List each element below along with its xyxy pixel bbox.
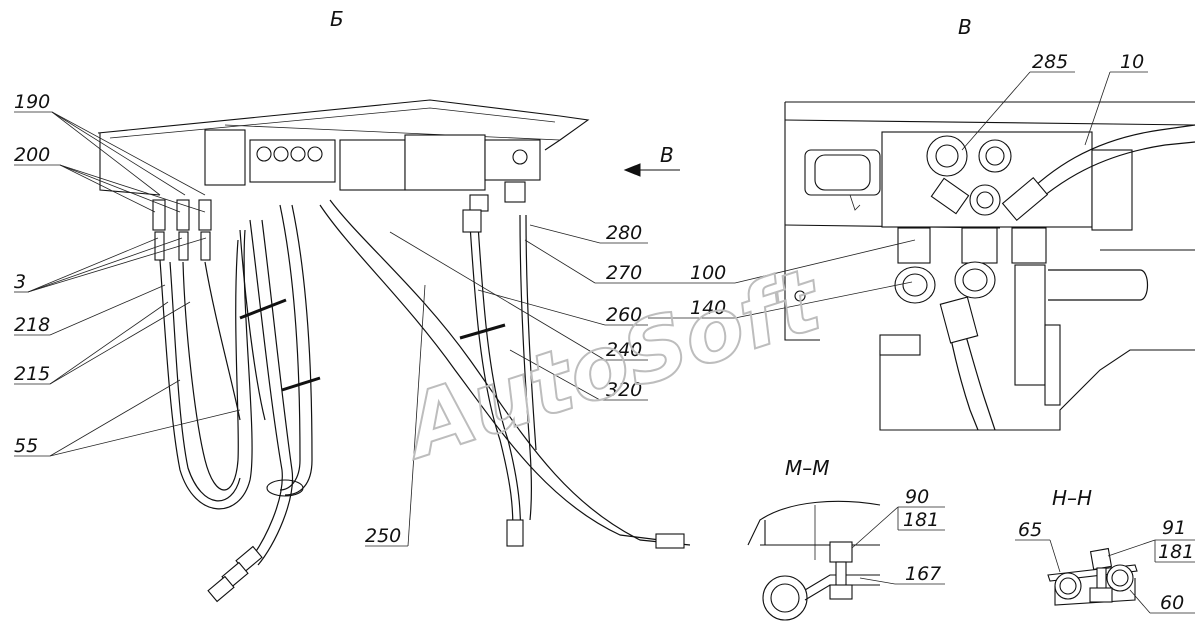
label-nn-60: 60 [1160, 592, 1184, 614]
view-arrow-v: В [623, 143, 680, 177]
view-title-mm: M–M [785, 456, 830, 480]
label-10: 10 [1120, 51, 1144, 73]
view-v-detail [784, 101, 1196, 431]
view-title-v: В [958, 15, 972, 39]
label-218: 218 [14, 314, 50, 336]
section-nn [1047, 547, 1138, 606]
label-140: 140 [690, 297, 726, 319]
label-mm-181: 181 [903, 509, 939, 531]
label-270: 270 [606, 262, 642, 284]
valve-housing-2 [404, 134, 486, 191]
label-100: 100 [690, 262, 726, 284]
label-280: 280 [606, 222, 642, 244]
label-nn-65: 65 [1018, 519, 1042, 541]
view-b-assembly [97, 99, 691, 603]
label-260: 260 [606, 304, 642, 326]
label-nn-91: 91 [1162, 517, 1186, 539]
watermark-text: AutoSoft [389, 250, 835, 480]
label-250: 250 [365, 525, 401, 547]
label-215: 215 [14, 363, 50, 385]
label-240: 240 [606, 339, 642, 361]
leaders-mm [851, 506, 945, 585]
label-nn-181: 181 [1158, 541, 1194, 563]
label-320: 320 [606, 379, 642, 401]
label-3: 3 [14, 271, 26, 293]
label-55: 55 [14, 435, 38, 457]
label-mm-167: 167 [905, 563, 941, 585]
label-mm-90: 90 [905, 486, 929, 508]
bracket-plate [204, 129, 246, 186]
right-valve [484, 139, 541, 181]
nut-90 [829, 541, 853, 563]
label-285: 285 [1032, 51, 1068, 73]
view-title-b: Б [330, 7, 344, 31]
leaders-nn [1015, 539, 1195, 614]
leaders-view-v [648, 71, 1148, 319]
valve-housing [339, 139, 406, 191]
view-title-nn: Н–Н [1052, 486, 1092, 510]
label-200: 200 [14, 144, 50, 166]
section-mm [747, 500, 881, 621]
leaders-right [389, 224, 648, 401]
label-190: 190 [14, 91, 50, 113]
view-arrow-label: В [660, 143, 674, 167]
leaders-left [14, 111, 426, 547]
